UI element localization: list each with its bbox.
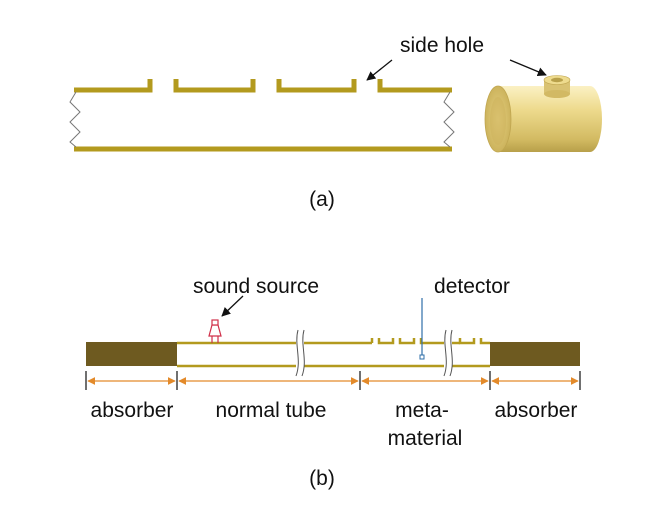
break-mark-right (443, 91, 455, 148)
absorber-left-block (86, 342, 177, 366)
segment-ticks (85, 371, 581, 390)
break-mark-normal-tube (295, 329, 305, 377)
panel-a: side hole (a) (69, 34, 602, 211)
detector-label: detector (434, 275, 510, 298)
absorber-left-label: absorber (91, 399, 174, 422)
sound-source-icon (208, 319, 222, 343)
tube-top-wall (74, 79, 452, 93)
normal-tube-label: normal tube (216, 399, 327, 422)
side-hole-arrow-to-cylinder (509, 59, 547, 77)
panel-b-label: (b) (309, 467, 335, 490)
metamaterial-label-line1: meta- (395, 399, 449, 422)
side-hole-arrow-to-tube (366, 59, 393, 81)
break-mark-left (69, 91, 81, 148)
break-mark-metamaterial (443, 329, 453, 377)
tube-walls-b (177, 338, 490, 368)
detector-probe-icon (419, 298, 425, 360)
metamaterial-label-line2: material (388, 427, 463, 450)
side-hole-label: side hole (400, 34, 484, 57)
panel-a-label: (a) (309, 188, 335, 211)
panel-b: sound source detector absorber normal tu… (85, 275, 581, 490)
absorber-right-label: absorber (495, 399, 578, 422)
cylinder-with-side-hole (484, 75, 602, 153)
sound-source-arrow (221, 295, 244, 317)
sound-source-label: sound source (193, 275, 319, 298)
absorber-right-block (490, 342, 580, 366)
